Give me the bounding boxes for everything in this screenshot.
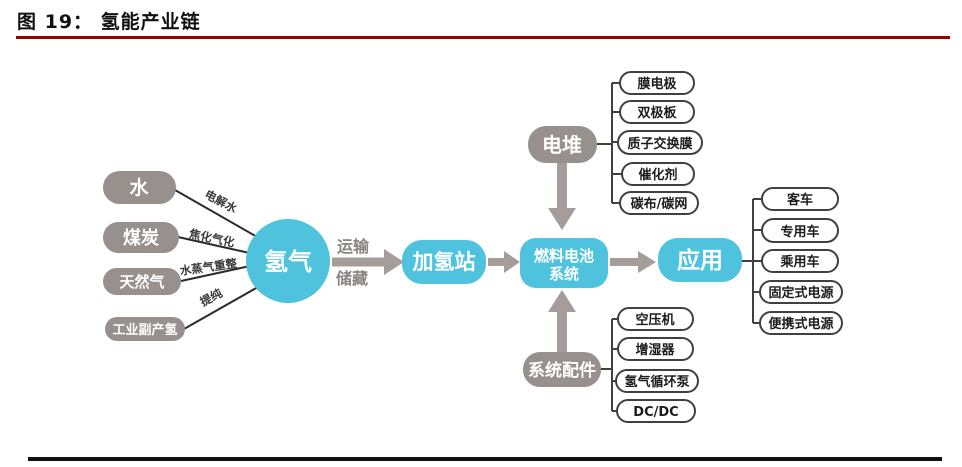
component-bipolar-plate: [619, 100, 695, 124]
component-bipolar-plate-label: 双极板: [637, 105, 677, 121]
arrow-head: [548, 290, 576, 312]
node-fuel-cell-system-label-line1: 燃料电池: [534, 247, 594, 265]
component-hydrogen-pump: [615, 369, 699, 393]
arrow-head: [638, 251, 656, 273]
arrow-station-fuelcell: [488, 251, 520, 273]
component-carbon-cloth: [619, 191, 699, 215]
component-air-compressor: [617, 307, 694, 331]
node-accessories: [523, 352, 601, 387]
flow-label-transport: 运输: [337, 237, 370, 256]
node-fuel-cell-system: [520, 238, 608, 288]
edge-naturalgas-hydrogen: [180, 265, 251, 282]
node-fuel-cell-system-label-line2: 系统: [549, 265, 579, 283]
item-special-vehicle-label: 专用车: [780, 224, 819, 240]
stack-bracket: [597, 82, 622, 204]
flow-label-storage: 储藏: [335, 269, 368, 288]
component-humidifier: [617, 337, 694, 361]
edge-byproduct-hydrogen: [183, 286, 259, 330]
edge-water-hydrogen: [174, 189, 267, 243]
edge-coal-hydrogen: [177, 236, 255, 255]
node-coal: [103, 222, 179, 253]
arrow-shaft: [488, 258, 504, 266]
item-passenger-vehicle: [761, 249, 839, 273]
arrow-head: [504, 251, 520, 273]
item-bus: [761, 187, 839, 211]
item-bus-label: 客车: [787, 192, 813, 208]
node-water: [103, 171, 176, 204]
accessory-components: 空压机 增湿器 氢气循环泵 DC/DC: [615, 307, 699, 423]
stack-components: 膜电极 双极板 质子交换膜 催化剂 碳布/碳网: [617, 71, 703, 215]
accessories-bracket: [601, 318, 618, 412]
component-proton-exchange-membrane-label: 质子交换膜: [627, 136, 692, 152]
component-membrane-electrode: [619, 71, 695, 95]
arrow-shaft: [610, 258, 638, 266]
edge-label-coking-gasification: 焦化气化: [187, 226, 236, 250]
item-stationary-power-label: 固定式电源: [768, 285, 833, 301]
arrow-shaft: [557, 163, 567, 209]
edge-label-electrolysis: 电解水: [202, 187, 239, 216]
arrow-head: [384, 249, 404, 275]
source-nodes: 水 煤炭 天然气 工业副产氢: [103, 171, 185, 341]
title-rule: [16, 36, 950, 39]
component-catalyst: [621, 162, 695, 186]
arrow-shaft: [557, 310, 567, 352]
component-humidifier-label: 增湿器: [635, 342, 675, 358]
component-dcdc: [616, 399, 696, 423]
component-proton-exchange-membrane: [617, 130, 703, 155]
arrow-head: [548, 208, 576, 230]
item-passenger-vehicle-label: 乘用车: [779, 254, 819, 270]
figure-title: 图 19： 氢能产业链: [17, 11, 201, 33]
application-items: 客车 专用车 乘用车 固定式电源 便携式电源: [759, 187, 843, 335]
arrow-stack-fuelcell: [548, 163, 576, 230]
item-portable-power-label: 便携式电源: [768, 316, 833, 332]
item-special-vehicle: [761, 218, 839, 243]
node-hydrogen-label: 氢气: [264, 248, 312, 276]
node-hydrogen: [246, 219, 330, 303]
arrow-fuelcell-application: [610, 251, 656, 273]
arrow-shaft: [332, 257, 384, 267]
node-stack-label: 电堆: [542, 133, 582, 157]
node-water-label: 水: [129, 177, 149, 199]
edge-label-purification: 提纯: [198, 286, 225, 309]
component-catalyst-label: 催化剂: [638, 167, 677, 183]
node-stack: [528, 126, 597, 163]
arrow-accessories-fuelcell: [548, 290, 576, 352]
item-portable-power: [759, 311, 843, 335]
node-accessories-label: 系统配件: [528, 360, 596, 381]
node-station-label: 加氢站: [412, 250, 476, 274]
item-stationary-power: [759, 280, 843, 304]
node-industrial-byproduct-label: 工业副产氢: [112, 322, 177, 338]
source-edges: [174, 189, 267, 330]
component-dcdc-label: DC/DC: [633, 405, 678, 420]
node-application: [658, 238, 742, 282]
bottom-rule: [28, 457, 942, 461]
node-industrial-byproduct: [105, 317, 185, 341]
node-natural-gas: [103, 268, 181, 295]
component-membrane-electrode-label: 膜电极: [637, 76, 677, 92]
arrow-hydrogen-station: [332, 249, 404, 275]
node-natural-gas-label: 天然气: [119, 273, 164, 291]
node-station: [402, 240, 486, 284]
component-hydrogen-pump-label: 氢气循环泵: [624, 374, 689, 390]
component-air-compressor-label: 空压机: [635, 312, 674, 328]
node-coal-label: 煤炭: [123, 227, 159, 249]
application-bracket: [742, 198, 762, 324]
component-carbon-cloth-label: 碳布/碳网: [631, 196, 688, 212]
node-application-label: 应用: [677, 247, 723, 274]
